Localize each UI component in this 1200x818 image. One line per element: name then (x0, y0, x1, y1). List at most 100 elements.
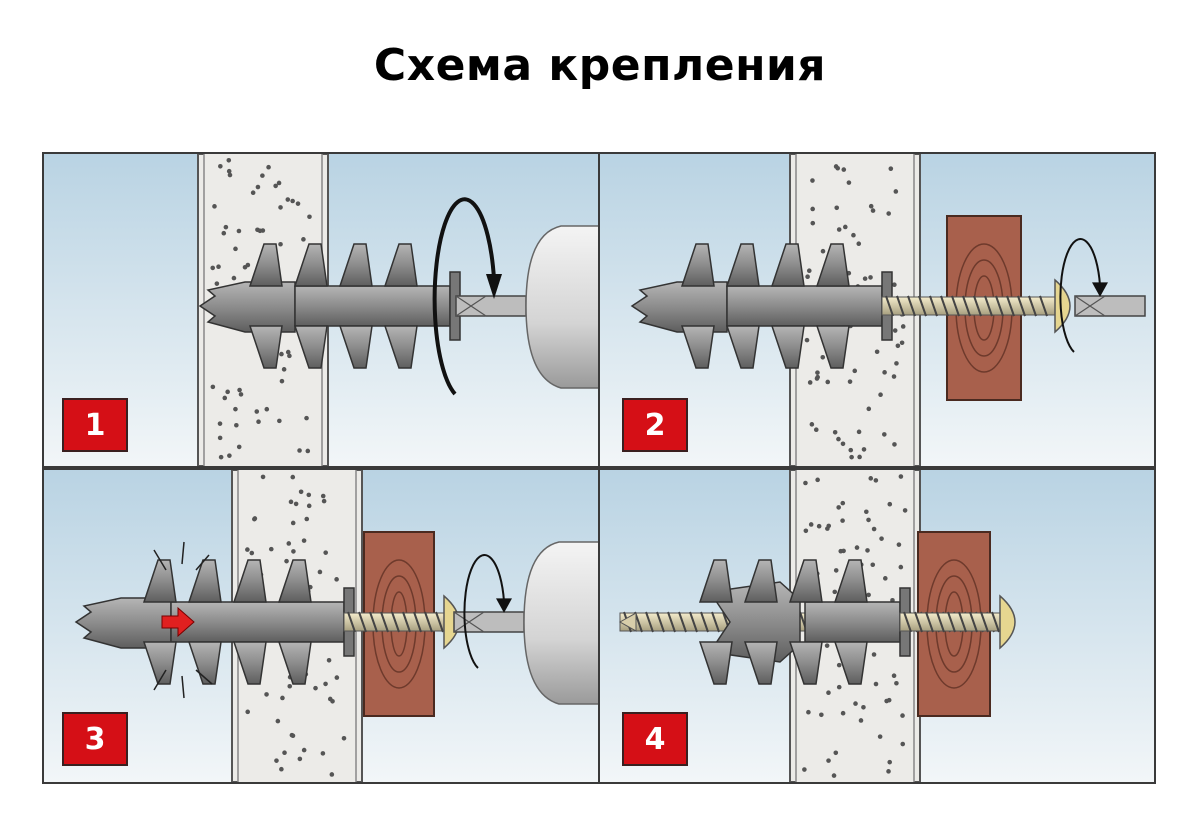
screw-thread (402, 611, 411, 633)
rotation-arrow-icon (463, 554, 505, 669)
gypsum-dot (237, 387, 242, 393)
gypsum-dot (217, 435, 223, 441)
dowel-thread (142, 641, 177, 685)
gypsum-dot (832, 589, 838, 595)
gypsum-dot (826, 758, 831, 763)
screw-thread (700, 611, 709, 633)
gypsum-dot (853, 701, 858, 706)
step-2-panel: 2 (600, 154, 1154, 466)
gypsum-dot (226, 168, 232, 174)
gypsum-dot (809, 422, 815, 427)
gypsum-dot (891, 673, 897, 679)
gypsum-dot (824, 643, 830, 648)
gypsum-dot (841, 167, 847, 172)
gypsum-dot (820, 248, 826, 254)
gypsum-dot (857, 454, 862, 460)
gypsum-dot (892, 328, 898, 333)
gypsum-dot (256, 419, 261, 424)
screw-thread (435, 611, 444, 633)
gypsum-dot (223, 224, 229, 230)
screw-thread (914, 611, 923, 633)
gypsum-dot (268, 546, 274, 552)
gypsum-dot (899, 340, 905, 346)
gypsum-dot (873, 478, 879, 483)
gypsum-dot (236, 228, 242, 234)
gypsum-dot (288, 499, 294, 505)
step-4-panel: 4 (600, 470, 1154, 782)
screw-thread (678, 611, 687, 633)
screw-thread (391, 611, 400, 633)
gypsum-dot (900, 741, 906, 747)
screw-head (999, 594, 1016, 650)
gypsum-dot (216, 264, 221, 269)
screw-thread (980, 611, 989, 633)
gypsum-dot (886, 211, 891, 216)
gypsum-dot (221, 230, 227, 236)
screw-thread (907, 295, 916, 317)
step-badge: 1 (62, 398, 128, 452)
gypsum-dot (882, 576, 888, 581)
gypsum-dot (852, 368, 858, 374)
gypsum-dot (856, 241, 862, 247)
gypsum-dot (866, 517, 871, 523)
gypsum-dot (320, 493, 326, 499)
gypsum-dot (840, 710, 846, 716)
gypsum-dot (886, 769, 891, 774)
dowel-thread (187, 559, 222, 603)
gypsum-dot (278, 241, 283, 247)
gypsum-dot (320, 751, 326, 756)
dowel-thread (680, 243, 715, 287)
gypsum-dot (898, 564, 904, 570)
diagram-frame: 1 2 3 4 (42, 152, 1156, 784)
dowel-thread (338, 325, 373, 369)
gypsum-dot (836, 436, 841, 442)
gypsum-dot (286, 541, 292, 546)
gypsum-dot (810, 178, 815, 183)
dowel-thread (698, 641, 733, 685)
gypsum-dot (238, 392, 244, 397)
gypsum-dot (848, 447, 854, 453)
screw-thread (918, 295, 927, 317)
gypsum-dot (212, 204, 217, 209)
gypsum-dot (865, 548, 870, 553)
dowel-body (294, 285, 451, 327)
screw-thread (973, 295, 982, 317)
page-title: Схема крепления (373, 40, 827, 91)
screw-thread (358, 611, 367, 633)
screw-tip (618, 612, 637, 632)
gypsum-dot (802, 767, 807, 772)
dowel-thread (833, 641, 868, 685)
dowel-thread (743, 641, 778, 685)
gypsum-dot (285, 349, 291, 355)
spark-line (181, 541, 185, 565)
gypsum-dot (234, 422, 239, 428)
dowel-thread (383, 325, 418, 369)
gypsum-dot (231, 275, 237, 281)
dowel-thread (770, 325, 805, 369)
gypsum-dot (870, 208, 876, 213)
gypsum-dot (297, 756, 303, 762)
gypsum-dot (284, 558, 289, 564)
dowel-thread (698, 559, 733, 603)
gypsum-dot (804, 337, 810, 343)
screw-thread (380, 611, 389, 633)
gypsum-dot (803, 528, 809, 534)
gypsum-dot (291, 549, 296, 554)
gypsum-dot (298, 489, 304, 495)
screw-thread (940, 295, 949, 317)
gypsum-dot (290, 520, 296, 526)
gypsum-dot (254, 409, 260, 414)
gypsum-dot (838, 548, 844, 554)
gypsum-dot (834, 205, 840, 211)
gypsum-dot (274, 758, 279, 763)
gypsum-dot (305, 448, 311, 454)
screw-thread (347, 611, 356, 633)
gypsum-dot (290, 733, 296, 739)
screw-thread (1028, 295, 1037, 317)
gypsum-dot (301, 237, 306, 242)
step-badge: 2 (622, 398, 688, 452)
gypsum-dot (868, 476, 874, 481)
dowel-body (804, 601, 901, 643)
screw-thread (711, 611, 720, 633)
screw-thread (936, 611, 945, 633)
